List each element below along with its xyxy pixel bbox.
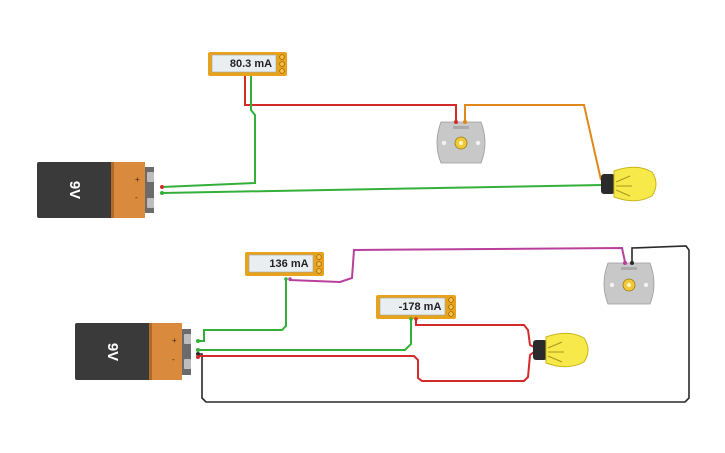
- wire-red-battery-to-bulb[interactable]: [198, 351, 535, 382]
- bulb-top[interactable]: [601, 166, 657, 202]
- ammeter-top[interactable]: 80.3 mA: [208, 52, 287, 76]
- wire-black-motor-to-battery[interactable]: [198, 245, 690, 403]
- motor-bottom[interactable]: [603, 261, 655, 305]
- ammeter-bottom-1[interactable]: 136 mA: [245, 252, 324, 281]
- wire-magenta-meter-to-motor[interactable]: [288, 246, 626, 284]
- wire-red-meter-to-motor[interactable]: [244, 76, 457, 122]
- bottom-wires: [198, 245, 690, 403]
- ammeter-bottom-2[interactable]: -178 mA: [376, 295, 456, 321]
- wire-green-battery-to-bulb[interactable]: [161, 184, 603, 194]
- battery-top-plus: +: [135, 175, 140, 184]
- battery-bottom-label: 9V: [104, 343, 121, 361]
- wire-red-meter2-to-bulb[interactable]: [415, 319, 535, 348]
- battery-bottom-plus: +: [172, 336, 177, 345]
- battery-bottom[interactable]: 9V + -: [75, 323, 200, 380]
- top-wires: [161, 76, 603, 194]
- motor-top[interactable]: [436, 120, 486, 164]
- battery-top[interactable]: 9V + -: [37, 162, 164, 218]
- ammeter-top-reading: 80.3 mA: [230, 58, 272, 70]
- ammeter-bottom-2-reading: -178 mA: [399, 301, 442, 313]
- ammeter-bottom-1-reading: 136 mA: [269, 258, 308, 270]
- wire-green-meter-to-battery[interactable]: [161, 76, 256, 188]
- wire-orange-motor-to-bulb[interactable]: [464, 104, 602, 181]
- wire-green-meter2-to-battery[interactable]: [198, 319, 412, 351]
- wire-green-meter1-to-battery[interactable]: [198, 280, 287, 342]
- battery-top-label: 9V: [66, 181, 83, 199]
- bulb-bottom[interactable]: [533, 332, 589, 368]
- battery-top-minus: -: [135, 193, 138, 202]
- battery-bottom-minus: -: [172, 355, 175, 364]
